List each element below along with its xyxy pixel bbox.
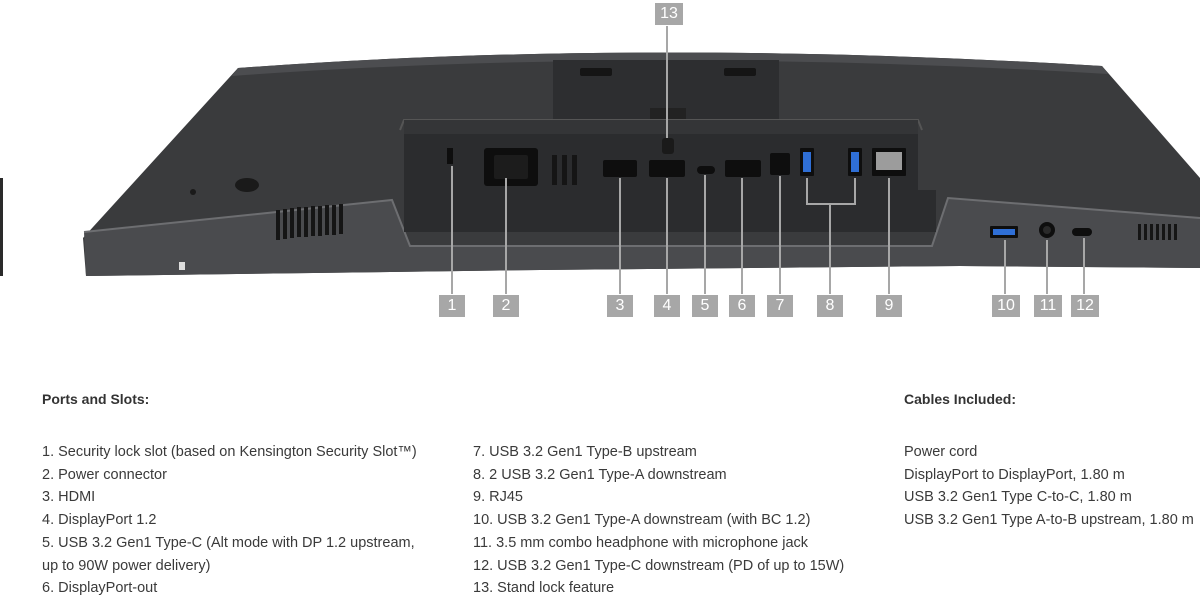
- headphone-jack-inner: [1043, 226, 1051, 234]
- list-item: 5. USB 3.2 Gen1 Type-C (Alt mode with DP…: [42, 534, 415, 551]
- ports-heading: Ports and Slots:: [42, 391, 150, 407]
- recess-top-lip: [404, 120, 918, 134]
- left-vent: [276, 204, 343, 240]
- list-item: 6. DisplayPort-out: [42, 580, 158, 597]
- callout-1: 1: [439, 295, 465, 317]
- callout-7: 7: [767, 295, 793, 317]
- callout-4: 4: [654, 295, 680, 317]
- cables-heading: Cables Included:: [904, 391, 1017, 407]
- power-connector-inner: [494, 155, 528, 179]
- list-item: DisplayPort to DisplayPort, 1.80 m: [904, 466, 1125, 483]
- list-item: 9. RJ45: [473, 489, 523, 506]
- callout-12: 12: [1071, 295, 1099, 317]
- list-item: 13. Stand lock feature: [473, 580, 615, 597]
- list-item: 3. HDMI: [42, 489, 96, 506]
- callout-13: 13: [655, 3, 683, 25]
- callout-8: 8: [817, 295, 843, 317]
- right-vent: [1138, 224, 1177, 240]
- callout-11: 11: [1034, 295, 1062, 317]
- displayport-in-icon: [649, 160, 685, 177]
- list-item: 8. 2 USB 3.2 Gen1 Type-A downstream: [473, 466, 727, 483]
- mount-slot-right: [724, 68, 756, 76]
- joystick-icon: [235, 178, 259, 192]
- list-item: Power cord: [904, 444, 978, 460]
- usb-b-upstream-port-icon: [770, 153, 790, 175]
- top-edge-highlight: [232, 52, 1108, 76]
- hdmi-port-icon: [603, 160, 637, 177]
- edge-strip: [0, 178, 3, 276]
- list-item: 4. DisplayPort 1.2: [42, 512, 157, 529]
- list-item: 11. 3.5 mm combo headphone with micropho…: [473, 534, 809, 551]
- rj45-contacts: [876, 152, 902, 170]
- list-item: 10. USB 3.2 Gen1 Type-A downstream (with…: [473, 512, 811, 529]
- list-item: 12. USB 3.2 Gen1 Type-C downstream (PD o…: [473, 557, 845, 574]
- list-item: up to 90W power delivery): [42, 557, 211, 574]
- list-item: USB 3.2 Gen1 Type C-to-C, 1.80 m: [904, 489, 1132, 506]
- usb-c-upstream-port-icon: [697, 166, 715, 174]
- list-item: 7. USB 3.2 Gen1 Type-B upstream: [473, 444, 697, 460]
- power-vent: [552, 155, 577, 185]
- callout-10: 10: [992, 295, 1020, 317]
- stand-lock-icon: [662, 138, 674, 154]
- led-indicator: [179, 262, 185, 270]
- button-dot: [190, 189, 196, 195]
- usb-a-side-insert: [993, 229, 1015, 235]
- usb-a-insert-2: [851, 152, 859, 172]
- callout-3: 3: [607, 295, 633, 317]
- list-item: USB 3.2 Gen1 Type A-to-B upstream, 1.80 …: [904, 512, 1194, 529]
- usb-a-insert-1: [803, 152, 811, 172]
- lower-bezel: [84, 198, 1200, 276]
- monitor-rear-view: [0, 26, 1200, 294]
- callout-9: 9: [876, 295, 902, 317]
- usb-c-downstream-port-icon: [1072, 228, 1092, 236]
- displayport-out-icon: [725, 160, 761, 177]
- callout-2: 2: [493, 295, 519, 317]
- cables-list: Power cord DisplayPort to DisplayPort, 1…: [904, 441, 1194, 532]
- ports-list-col2: 7. USB 3.2 Gen1 Type-B upstream 8. 2 USB…: [473, 441, 844, 600]
- mount-slot-left: [580, 68, 612, 76]
- security-lock-slot-icon: [447, 148, 453, 164]
- callout-lines: [451, 26, 1085, 294]
- callout-6: 6: [729, 295, 755, 317]
- list-item: 1. Security lock slot (based on Kensingt…: [42, 444, 417, 460]
- callout-5: 5: [692, 295, 718, 317]
- list-item: 2. Power connector: [42, 466, 167, 483]
- ports-list-col1: 1. Security lock slot (based on Kensingt…: [42, 441, 417, 600]
